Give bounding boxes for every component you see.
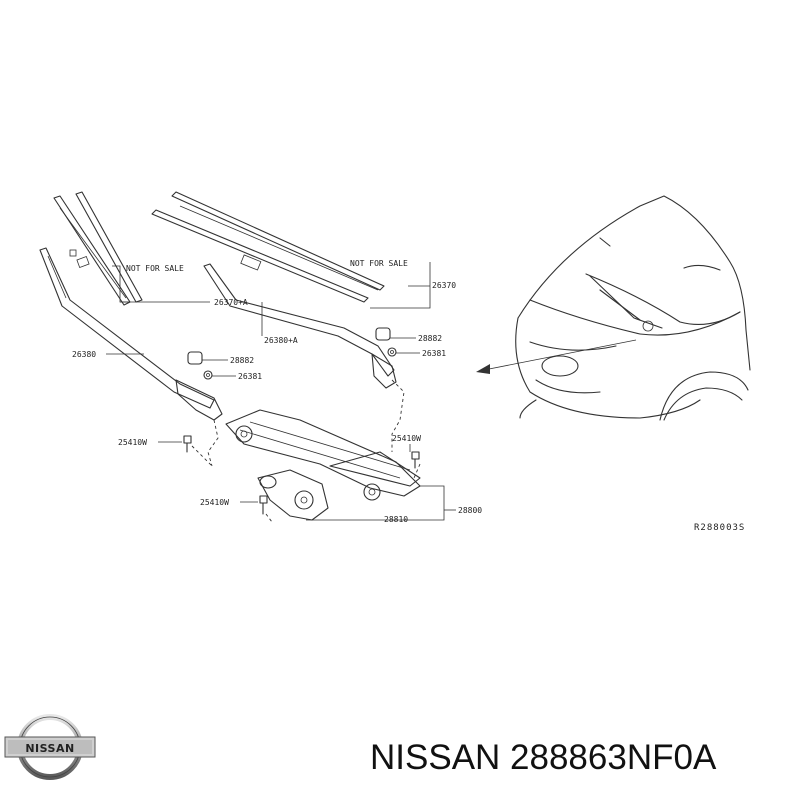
wiper-blade-left bbox=[53, 191, 143, 306]
label-26370: 26370 bbox=[432, 281, 456, 290]
pivot-cap-left bbox=[187, 351, 203, 365]
car-front-illustration bbox=[515, 195, 751, 421]
pivot-nut-left bbox=[203, 370, 213, 380]
label-26381-left: 26381 bbox=[238, 372, 262, 381]
nissan-logo-icon: NISSAN bbox=[4, 714, 96, 780]
reference-code: R288003S bbox=[694, 523, 745, 533]
label-28882-left: 28882 bbox=[230, 356, 254, 365]
bolt-25410w-2 bbox=[411, 451, 420, 469]
label-26370-a: 26370+A bbox=[214, 298, 248, 307]
logo-text: NISSAN bbox=[25, 742, 74, 755]
wiper-blade-right bbox=[151, 191, 385, 303]
wiper-arm-right bbox=[203, 263, 397, 389]
part-labels: NOT FOR SALE NOT FOR SALE 26370 26370+A … bbox=[72, 259, 745, 533]
wiper-linkage bbox=[225, 409, 421, 501]
leader-lines bbox=[106, 262, 456, 521]
label-26381-right: 26381 bbox=[422, 349, 446, 358]
label-25410w-2: 25410W bbox=[392, 434, 421, 443]
bolt-25410w-3 bbox=[259, 495, 268, 515]
pointer-arrow bbox=[476, 339, 637, 374]
wiper-motor bbox=[257, 469, 329, 521]
label-28882-right: 28882 bbox=[418, 334, 442, 343]
wiper-arm-left bbox=[39, 247, 223, 421]
label-25410w-3: 25410W bbox=[200, 498, 229, 507]
label-not-for-sale-2: NOT FOR SALE bbox=[350, 259, 408, 268]
label-26380: 26380 bbox=[72, 350, 96, 359]
label-28810: 28810 bbox=[384, 515, 408, 524]
bolt-25410w-1 bbox=[183, 435, 192, 453]
part-number-caption: NISSAN 288863NF0A bbox=[370, 738, 717, 777]
label-not-for-sale-1: NOT FOR SALE bbox=[126, 264, 184, 273]
pivot-cap-right bbox=[375, 327, 391, 341]
label-26380-a: 26380+A bbox=[264, 336, 298, 345]
pivot-nut-right bbox=[387, 347, 397, 357]
label-28800: 28800 bbox=[458, 506, 482, 515]
assembly-guides bbox=[191, 379, 421, 523]
label-25410w-1: 25410W bbox=[118, 438, 147, 447]
